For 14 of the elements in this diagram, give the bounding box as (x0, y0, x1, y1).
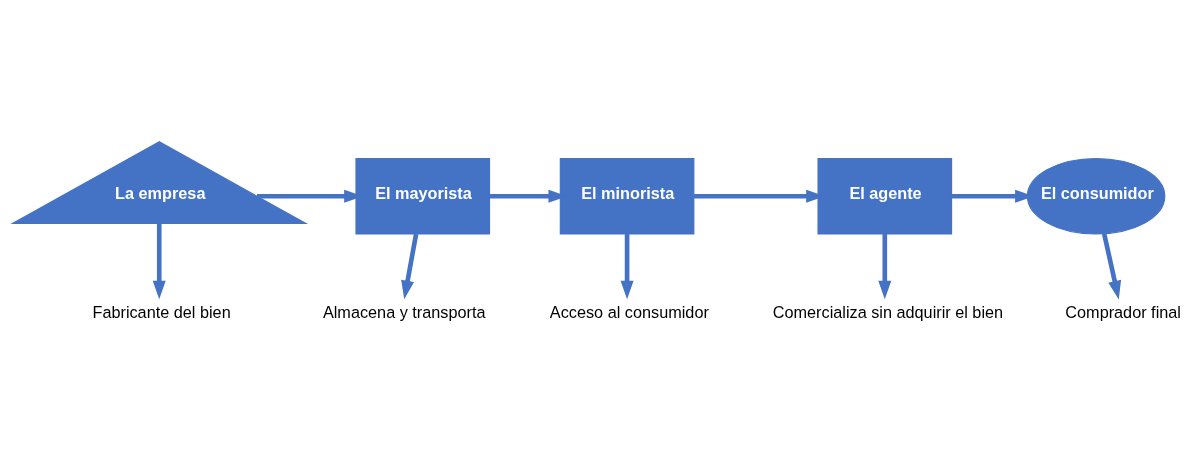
node-ellipse: El consumidor (1026, 157, 1166, 234)
node-box: El agente (817, 157, 953, 234)
node-text: Almacena y transporta (322, 302, 486, 321)
node-text: Comprador final (1065, 302, 1181, 321)
node-text: Fabricante del bien (92, 302, 231, 321)
node-box: El minorista (559, 157, 695, 234)
arrow (401, 233, 419, 299)
arrow (152, 223, 166, 299)
node-text: Acceso al consumidor (549, 302, 709, 321)
node-text: Comercializa sin adquirir el bien (772, 302, 1004, 321)
node-box: El mayorista (355, 157, 491, 234)
arrow (878, 233, 892, 299)
arrow (1101, 232, 1122, 299)
arrow (620, 233, 634, 299)
